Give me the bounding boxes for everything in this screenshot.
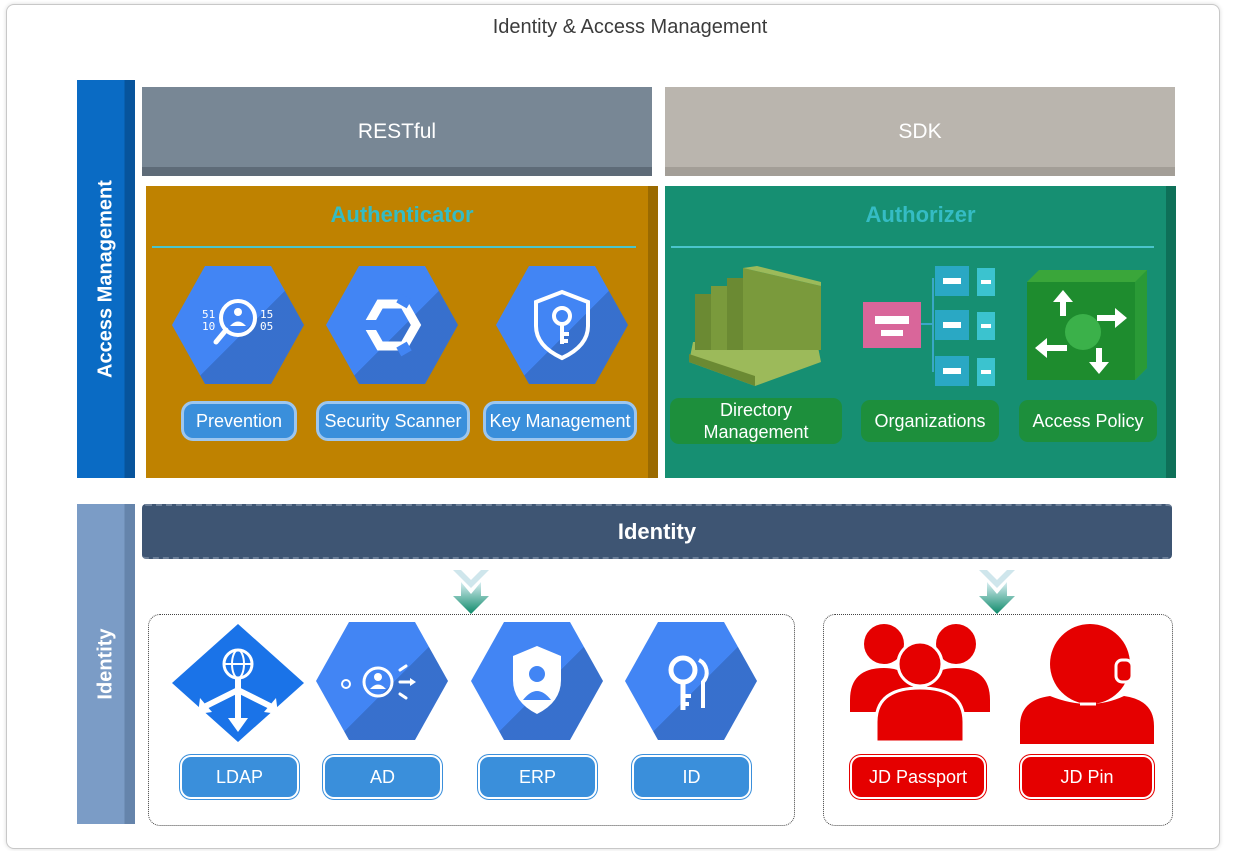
ad-icon [341,664,416,700]
identity-sources-box [148,614,795,826]
ad-label: AD [325,757,440,797]
organizations-label: Organizations [861,400,999,442]
security-scanner-hex [326,266,458,384]
svg-text:05: 05 [260,320,273,333]
jd-sources-box [823,614,1173,826]
authenticator-panel: Authenticator 51 10 15 05 [146,186,658,478]
sdk-band: SDK [665,87,1175,176]
directory-icon [689,266,821,386]
authenticator-title: Authenticator [330,202,474,227]
prevention-label: Prevention [184,404,294,438]
id-hex [625,622,757,740]
svg-text:10: 10 [202,320,215,333]
ldap-label: LDAP [182,757,297,797]
access-policy-label: Access Policy [1019,400,1157,442]
id-label: ID [634,757,749,797]
prevention-hex: 51 10 15 05 [172,266,304,384]
identity-band-label: Identity [617,518,697,544]
restful-band: RESTful [142,87,652,176]
access-management-label: Access Management [94,180,117,378]
authenticator-divider [152,246,636,248]
directory-management-label: Directory Management [670,398,842,444]
svg-text:51: 51 [202,308,215,321]
down-arrow-icon [979,570,1015,614]
authorizer-divider [671,246,1154,248]
erp-icon [513,646,561,714]
user-headset-icon [1020,624,1154,744]
access-policy-icon [1027,270,1147,380]
ad-hex [316,622,448,740]
jd-passport-label: JD Passport [852,757,984,797]
data-search-icon: 51 10 15 05 [202,299,273,345]
security-scanner-label: Security Scanner [319,404,467,438]
erp-label: ERP [480,757,595,797]
id-key-icon [668,655,709,710]
jd-pin-label: JD Pin [1022,757,1152,797]
key-shield-icon [534,289,590,361]
identity-band: Identity [142,504,1172,559]
authorizer-title: Authorizer [865,202,976,227]
erp-hex [471,622,603,740]
diagram-title: Identity & Access Management [492,16,768,38]
key-management-label: Key Management [486,404,634,438]
organizations-icon [863,266,995,386]
svg-text:15: 15 [260,308,273,321]
ldap-diamond [172,624,304,742]
authorizer-panel: Authorizer Di [665,186,1176,478]
security-scanner-icon [362,293,422,357]
sdk-label: SDK [898,119,942,143]
restful-label: RESTful [357,119,437,143]
access-management-sidebar: Access Management [77,80,135,478]
ldap-icon [172,624,304,742]
key-management-hex [496,266,628,384]
down-arrow-icon [453,570,489,614]
identity-sidebar: Identity [77,504,135,824]
group-icon [850,624,990,742]
identity-sidebar-label: Identity [94,628,117,700]
